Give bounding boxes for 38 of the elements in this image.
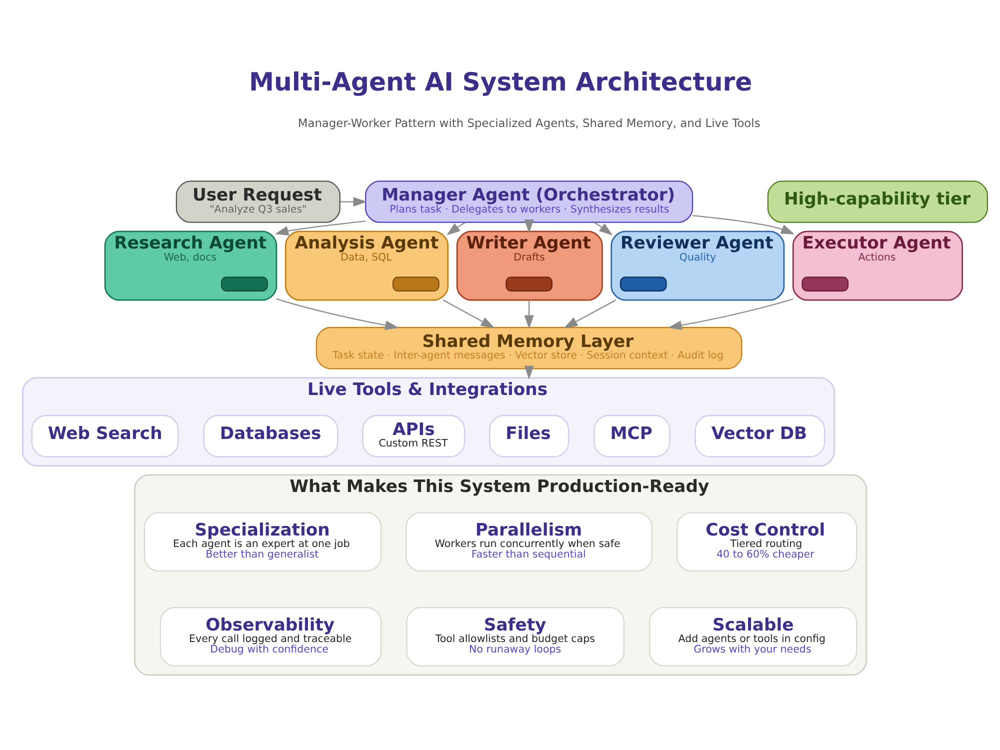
- node-box: Vector DB: [694, 414, 825, 457]
- cluster: Research Agent Web, docs: [104, 230, 277, 300]
- arrow: [692, 214, 794, 234]
- node-box: MCP: [593, 414, 670, 457]
- cluster: Reviewer Agent Quality: [610, 230, 784, 300]
- diagram-title: Multi-Agent AI System Architecture: [248, 66, 752, 96]
- arrow: [274, 220, 366, 235]
- cluster: Analysis Agent Data, SQL: [284, 230, 448, 300]
- node-box: [505, 276, 552, 291]
- node-box: Files: [488, 414, 569, 457]
- arrow: [524, 300, 534, 328]
- node-box: Web Search: [30, 414, 178, 457]
- node-box: Databases: [202, 414, 338, 457]
- node-box: Parallelism Workers run concurrently when safe Faster than sequential: [405, 512, 652, 572]
- arrow: [442, 299, 494, 328]
- cluster: Writer Agent Drafts: [456, 230, 602, 300]
- node-box: [801, 276, 848, 291]
- arrow: [524, 218, 534, 233]
- node-box: User Request "Analyze Q3 sales": [175, 180, 340, 222]
- node-box: [220, 276, 268, 291]
- arrow: [563, 299, 616, 328]
- node-box: High-capability tier: [766, 180, 988, 222]
- node-box: Specialization Each agent is an expert at one job Better than generalist: [143, 512, 382, 572]
- label: Manager-Worker Pattern with Specialized Agents, Shared Memory, and Live Tools: [297, 115, 760, 130]
- node-box: [619, 276, 666, 291]
- node-box: Safety Tool allowlists and budget caps No runaway loops: [406, 606, 624, 666]
- arrow: [446, 222, 466, 235]
- arrow: [340, 196, 367, 206]
- node-box: Observability Every call logged and traceable Debug with confidence: [159, 606, 382, 666]
- arrow: [592, 221, 612, 235]
- arrow: [524, 365, 534, 380]
- node-box: [392, 276, 439, 291]
- cluster: Executor Agent Actions: [792, 230, 962, 300]
- node-box: APIs Custom REST: [362, 414, 465, 457]
- node-box: Scalable Add agents or tools in config Grows with your needs: [648, 606, 857, 666]
- node-box: Cost Control Tiered routing 40 to 60% cheaper: [676, 512, 857, 572]
- arrow: [668, 298, 793, 330]
- arrow: [276, 298, 398, 330]
